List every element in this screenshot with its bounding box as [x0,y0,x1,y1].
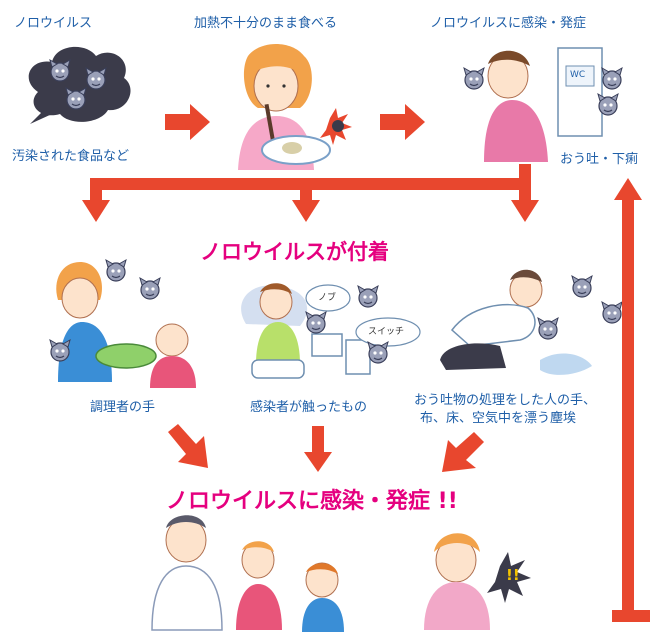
label-infection-onset-top: ノロウイルスに感染・発症 [430,16,587,31]
cook-illustration [49,259,196,388]
wc-sign: WC [570,70,586,80]
label-vomit-diarrhea: おう吐・下痢 [560,152,639,167]
label-vomit-cleanup-line1: おう吐物の処理をした人の手、 [414,393,597,408]
bubble-knob: ノブ [318,293,337,303]
title-norovirus-attached: ノロウイルスが付着 [200,240,389,264]
label-vomit-cleanup-line2: 布、床、空気中を漂う塵埃 [420,411,577,426]
person-eating-illustration [238,44,352,170]
label-contaminated-food: 汚染された食品など [12,149,130,164]
label-cook-hands: 調理者の手 [90,400,156,415]
child-toilet-illustration [241,283,421,379]
virus-cloud [28,46,131,124]
vomit-cleanup-illustration [440,269,623,375]
label-eat-undercooked: 加熱不十分のまま食べる [194,16,338,31]
title-infection-onset: ノロウイルスに感染・発症 !! [166,489,458,514]
sick-person-illustration [463,47,623,162]
label-touched-items: 感染者が触ったもの [250,400,368,415]
exclaim-mark: !! [506,566,520,584]
label-norovirus: ノロウイルス [14,16,93,31]
flow-arrows [82,104,650,622]
bubble-switch: スイッチ [368,327,405,337]
sick-people-illustration [151,515,531,632]
